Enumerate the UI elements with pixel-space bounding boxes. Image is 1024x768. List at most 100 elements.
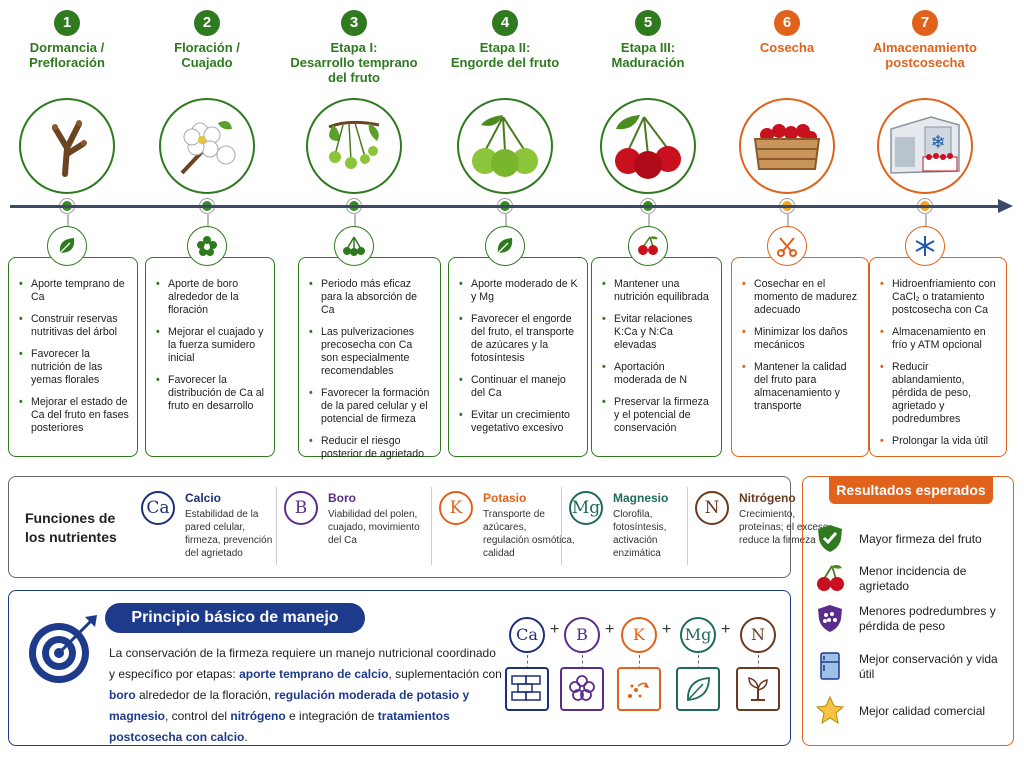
stage-card-5: Mantener una nutrición equilibradaEvitar… <box>591 257 722 457</box>
stage-card-6: Cosechar en el momento de madurez adecua… <box>731 257 869 457</box>
young-fruit-icon <box>306 98 402 194</box>
nutrient-symbol: B <box>284 491 318 525</box>
stage-bullet: Aporte temprano de Ca <box>19 278 129 304</box>
shield-check-icon <box>815 523 847 555</box>
stage-bullet: Favorecer la formación de la pared celul… <box>309 387 432 426</box>
star-icon <box>815 695 847 727</box>
result-text: Mejor conservación y vida útil <box>859 652 998 681</box>
leaf-icon <box>47 226 87 266</box>
stage-bullet: Favorecer la nutrición de las yemas flor… <box>19 348 129 387</box>
stage-card-1: Aporte temprano de CaConstruir reservas … <box>8 257 138 457</box>
stage-bullet: Continuar el manejo del Ca <box>459 374 579 400</box>
stage-bullet: Aporte moderado de K y Mg <box>459 278 579 304</box>
cold-storage-icon: ❄ <box>877 98 973 194</box>
plus-sign: + <box>662 621 672 638</box>
stage-bullet: Cosechar en el momento de madurez adecua… <box>742 278 860 317</box>
element-symbol: Mg <box>680 617 716 653</box>
result-text: Mayor firmeza del fruto <box>859 531 982 546</box>
nutrient-name: Nitrógeno <box>739 491 796 505</box>
stage-bullet: Evitar un crecimiento vegetativo excesiv… <box>459 409 579 435</box>
stage-bullet: Mantener una nutrición equilibrada <box>602 278 713 304</box>
nutrient-symbol: Mg <box>569 491 603 525</box>
result-text: Mejor calidad comercial <box>859 703 986 718</box>
nutrient-name: Calcio <box>185 491 222 505</box>
target-icon <box>29 615 97 683</box>
stage-bullet: Favorecer la distribución de Ca al fruto… <box>156 374 266 413</box>
fridge-icon <box>815 651 847 683</box>
nutrient-description: Transporte de azúcares, regulación osmót… <box>483 509 575 559</box>
nutrient-functions-label: Funciones de los nutrientes <box>25 510 117 545</box>
management-principle-panel: Principio básico de manejo La conservaci… <box>8 590 791 746</box>
stage-title: Etapa III:Maduración <box>584 40 712 88</box>
stage-bullet: Hidroenfriamiento con CaCl₂ o tratamient… <box>880 278 998 317</box>
branch-icon <box>19 98 115 194</box>
expected-results-title: Resultados esperados <box>829 476 993 504</box>
blossom-icon <box>159 98 255 194</box>
stage-bullet: Prolongar la vida útil <box>880 435 998 448</box>
snowflake-icon <box>905 226 945 266</box>
element-symbol: N <box>740 617 776 653</box>
result-item: Menor incidencia de agrietado <box>815 559 1010 599</box>
nutrient-symbol: Ca <box>141 491 175 525</box>
dashed-connector <box>527 655 528 675</box>
stage-bullet: Mejorar el estado de Ca del fruto en fas… <box>19 396 129 435</box>
connector-line <box>505 213 507 235</box>
connector-line <box>648 213 650 235</box>
stage-number: 4 <box>492 10 518 36</box>
stage-card-3: Periodo más eficaz para la absorción de … <box>298 257 441 460</box>
svg-text:❄: ❄ <box>930 132 945 153</box>
nutrient-divider <box>276 487 277 565</box>
result-item: Menores podredumbres y pérdida de peso <box>815 599 1010 639</box>
berry-shield-icon <box>815 603 847 635</box>
stage-number: 3 <box>341 10 367 36</box>
stage-title-line: Desarrollo temprano <box>290 55 418 70</box>
stage-title-line: del fruto <box>328 70 380 85</box>
stage-title: Etapa II:Engorde del fruto <box>441 40 569 88</box>
stage-number: 2 <box>194 10 220 36</box>
result-text: Menores podredumbres y pérdida de peso <box>859 604 996 633</box>
element-function-icon <box>560 667 604 711</box>
stage-number: 5 <box>635 10 661 36</box>
timeline-axis <box>10 205 1005 208</box>
stage-title-line: Etapa III: <box>620 40 676 55</box>
result-item: Mayor firmeza del fruto <box>815 519 1010 559</box>
nutrient-divider <box>561 487 562 565</box>
stage-title-line: Cosecha <box>759 40 815 55</box>
connector-line <box>207 213 209 235</box>
stage-title-line: Etapa II: <box>479 40 531 55</box>
connector-line <box>787 213 789 235</box>
result-text: Menor incidencia de agrietado <box>859 564 967 593</box>
nutrient-symbol: N <box>695 491 729 525</box>
connector-line <box>925 213 927 235</box>
stage-title-line: Cuajado <box>181 55 233 70</box>
result-item: Mejor conservación y vida útil <box>815 647 1010 687</box>
nutrient-name: Magnesio <box>613 491 669 505</box>
stage-number: 6 <box>774 10 800 36</box>
stage-title: Dormancia /Prefloración <box>3 40 131 88</box>
stage-card-7: Hidroenfriamiento con CaCl₂ o tratamient… <box>869 257 1007 457</box>
element-function-icon <box>505 667 549 711</box>
nutrient-divider <box>687 487 688 565</box>
stage-bullet: Minimizar los daños mecánicos <box>742 326 860 352</box>
stage-bullet: Aporte de boro alrededor de la floración <box>156 278 266 317</box>
plus-sign: + <box>550 621 560 638</box>
green-cherries-icon <box>457 98 553 194</box>
nutrient-description: Crecimiento, proteínas; el exceso reduce… <box>739 509 829 546</box>
stage-bullet: Evitar relaciones K:Ca y N:Ca elevadas <box>602 313 713 352</box>
nutrient-name: Potasio <box>483 491 527 505</box>
element-function-icon <box>617 667 661 711</box>
stage-number: 1 <box>54 10 80 36</box>
cherry-icon <box>815 563 847 595</box>
stage-bullet: Favorecer el engorde del fruto, el trans… <box>459 313 579 365</box>
stage-title-line: Etapa I: <box>330 40 378 55</box>
stage-title-line: Almacenamiento <box>872 40 978 55</box>
nutrient-divider <box>431 487 432 565</box>
connector-line <box>67 213 69 235</box>
result-item: Mejor calidad comercial <box>815 691 1010 731</box>
stage-title: Floración /Cuajado <box>143 40 271 88</box>
